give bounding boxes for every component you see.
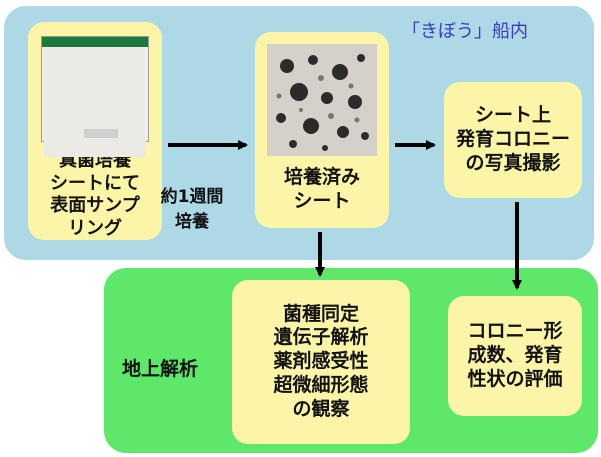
analysis-line: 遺伝子解析 bbox=[273, 326, 369, 349]
analysis-line: 超微細形態 bbox=[273, 373, 369, 396]
incubation-line: 培養 bbox=[175, 212, 209, 232]
photo-line: シート上 bbox=[474, 104, 551, 127]
photo-line: 発育コロニー bbox=[455, 128, 570, 151]
cultured-sheet-line: 培養済み bbox=[283, 166, 360, 188]
cultured-sheet-line: シート bbox=[293, 189, 351, 212]
evaluation-line: コロニー形 bbox=[467, 320, 563, 343]
photo-line: の写真撮影 bbox=[465, 151, 561, 174]
cultured-sheet-box: 培養済み シート bbox=[255, 32, 389, 228]
onboard-label: 「きぼう」船内 bbox=[402, 21, 528, 42]
photo-text: シート上 発育コロニー の写真撮影 bbox=[456, 104, 570, 175]
sampling-line: 表面サンプ bbox=[50, 195, 140, 216]
analysis-line: 菌種同定 bbox=[282, 302, 359, 325]
culture-sheet-photo-icon bbox=[41, 36, 149, 157]
incubation-line: 約1週間 bbox=[160, 187, 224, 207]
analysis-line: 薬剤感受性 bbox=[273, 350, 369, 373]
evaluation-line: 性状の評価 bbox=[467, 367, 563, 390]
analysis-line: の観察 bbox=[292, 397, 350, 420]
sampling-line: リング bbox=[68, 217, 122, 239]
photo-box: シート上 発育コロニー の写真撮影 bbox=[444, 82, 582, 198]
sampling-line: シートにて bbox=[50, 172, 140, 194]
cultured-sheet-text: 培養済み シート bbox=[284, 166, 360, 214]
evaluation-text: コロニー形 成数、発育 性状の評価 bbox=[467, 320, 562, 391]
evaluation-box: コロニー形 成数、発育 性状の評価 bbox=[448, 296, 582, 416]
ground-label: 地上解析 bbox=[122, 358, 199, 380]
analysis-text: 菌種同定 遺伝子解析 薬剤感受性 超微細形態 の観察 bbox=[273, 303, 368, 422]
incubation-label: 約1週間 培養 bbox=[157, 182, 227, 232]
analysis-box: 菌種同定 遺伝子解析 薬剤感受性 超微細形態 の観察 bbox=[232, 280, 410, 444]
evaluation-line: 成数、発育 bbox=[467, 344, 563, 367]
sampling-box: 真菌培養 シートにて 表面サンプ リング bbox=[28, 22, 162, 240]
sampling-text: 真菌培養 シートにて 表面サンプ リング bbox=[50, 150, 140, 240]
colony-photo-icon bbox=[267, 44, 377, 156]
